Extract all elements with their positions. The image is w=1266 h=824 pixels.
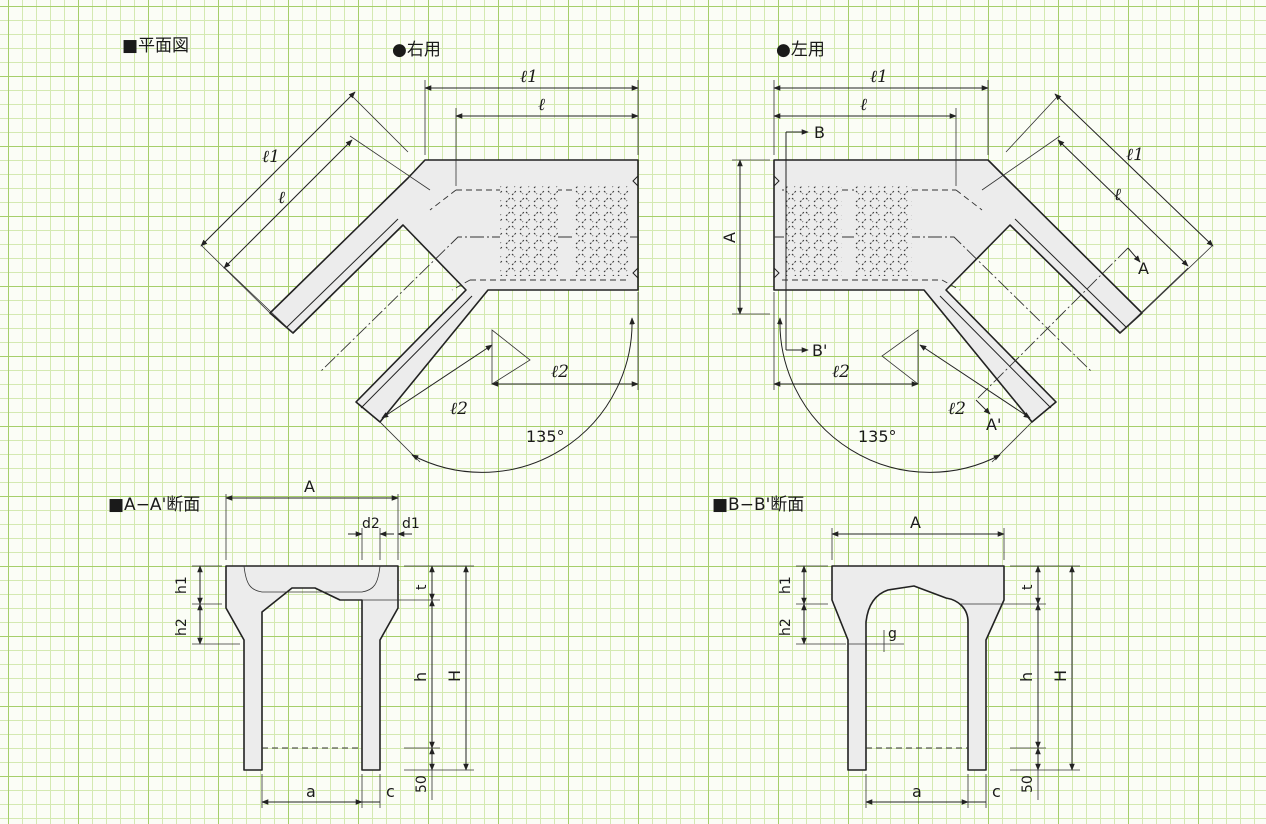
bb-dim-a: a — [912, 782, 922, 801]
left-dim-l2-horizontal: ℓ2 — [832, 362, 850, 382]
aa-dim-A: A — [304, 477, 315, 496]
right-diag-dim-l1: ℓ1 — [262, 147, 280, 167]
left-section-mark-B: B — [814, 123, 825, 142]
heading-right-use: ●右用 — [392, 40, 441, 60]
section-bb-body — [831, 565, 1005, 771]
aa-dim-h1: h1 — [174, 576, 190, 594]
bb-dim-c: c — [992, 782, 1001, 801]
right-angle-135: 135° — [526, 427, 565, 446]
aa-dim-d2: d2 — [362, 516, 380, 532]
bb-dim-50: 50 — [1020, 775, 1036, 793]
left-diag-dim-l: ℓ — [1114, 185, 1121, 205]
aa-dim-50: 50 — [414, 775, 430, 793]
heading-plan-view: ■平面図 — [122, 36, 190, 56]
left-section-mark-B-prime: B' — [812, 341, 827, 360]
section-aa-body — [225, 565, 399, 771]
left-diag-dim-l1: ℓ1 — [1126, 145, 1144, 165]
left-checker-plate-2 — [854, 186, 912, 276]
left-dim-l2-diagonal: ℓ2 — [948, 399, 966, 419]
section-aa: A d2 d1 h1 h2 t h H 50 — [174, 477, 474, 808]
aa-dim-H: H — [445, 670, 464, 682]
right-diag-dim-l: ℓ — [278, 188, 285, 208]
aa-dim-d1: d1 — [402, 516, 420, 532]
section-bb: A h1 h2 g t h H 50 a c — [778, 513, 1080, 808]
left-dim-l1: ℓ1 — [870, 67, 888, 87]
aa-dim-c: c — [386, 782, 395, 801]
heading-section-bb: ■B−B'断面 — [712, 495, 805, 515]
bb-dim-h1: h1 — [778, 576, 794, 594]
right-dim-l: ℓ — [538, 95, 545, 115]
bb-dim-h: h — [1017, 672, 1036, 682]
right-dim-l2-diagonal: ℓ2 — [450, 399, 468, 419]
left-angle-135: 135° — [858, 427, 897, 446]
aa-dim-h2: h2 — [174, 618, 190, 636]
plan-right-use: ℓ1 ℓ ℓ1 ℓ ℓ2 ℓ2 135° — [200, 67, 639, 473]
bb-dim-h2: h2 — [778, 618, 794, 636]
right-dim-l1: ℓ1 — [520, 67, 538, 87]
right-checker-plate-2 — [572, 186, 630, 276]
bb-dim-t: t — [1020, 584, 1036, 590]
heading-left-use: ●左用 — [776, 40, 825, 60]
plan-left-use: ℓ1 ℓ A B B' ℓ1 ℓ A A' — [720, 67, 1214, 473]
left-checker-plate-1 — [784, 186, 842, 276]
bb-dim-g: g — [888, 626, 897, 642]
aa-dim-h: h — [411, 672, 430, 682]
left-dim-A: A — [720, 232, 739, 243]
heading-section-aa: ■A−A'断面 — [108, 495, 201, 515]
aa-dim-a: a — [306, 782, 316, 801]
bb-dim-H: H — [1051, 670, 1070, 682]
left-section-mark-A-prime: A' — [986, 415, 1001, 434]
left-section-mark-A: A — [1138, 259, 1149, 278]
right-checker-plate-1 — [500, 186, 558, 276]
left-dim-l: ℓ — [860, 95, 867, 115]
right-dim-l2-horizontal: ℓ2 — [551, 362, 569, 382]
bb-dim-A: A — [910, 513, 921, 532]
aa-dim-t: t — [414, 584, 430, 590]
